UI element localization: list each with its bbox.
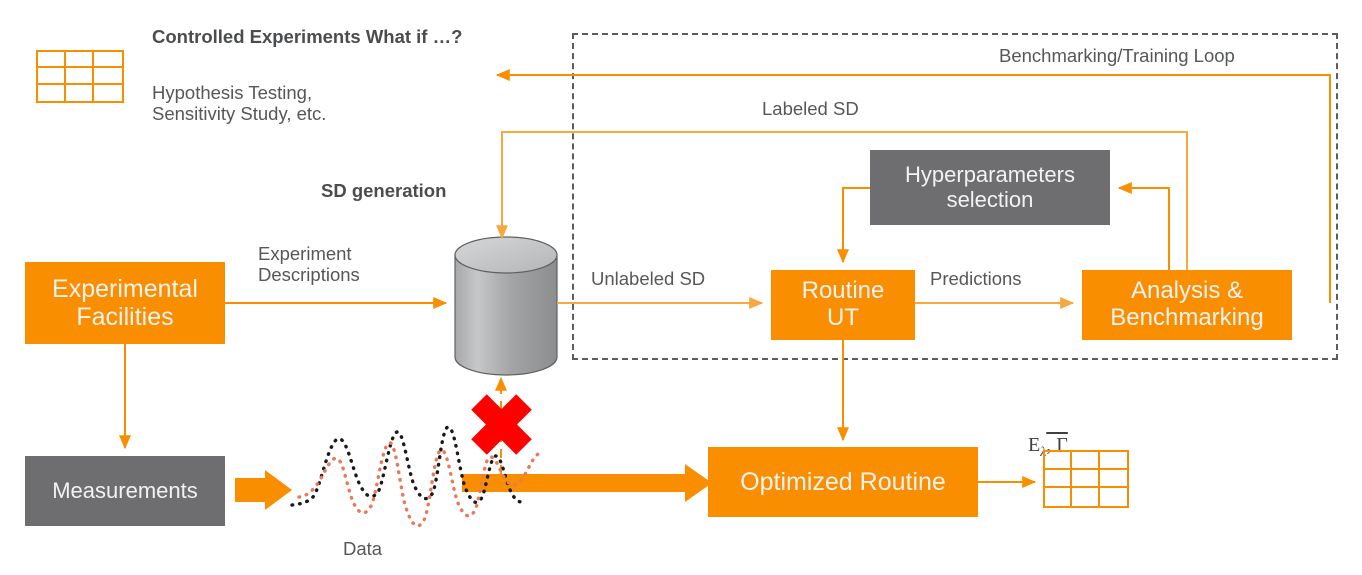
predictions-label: Predictions (930, 268, 1022, 289)
waveform-icon (290, 425, 542, 528)
routine-ut-box[interactable]: Routine UT (771, 270, 915, 340)
table-grid-icon (36, 50, 124, 103)
analysis-benchmarking-box[interactable]: Analysis & Benchmarking (1082, 270, 1292, 340)
arrow-analysis-to-hyperparameters (1117, 182, 1170, 270)
waveform-trace-salmon (297, 441, 542, 528)
output-symbol-gamma: , Γ (1046, 434, 1068, 457)
labeled-sd-label: Labeled SD (762, 98, 859, 119)
experiment-descriptions-label: Experiment Descriptions (258, 243, 360, 286)
measurements-box[interactable]: Measurements (25, 456, 225, 526)
hyperparameters-selection-box[interactable]: Hyperparameters selection (870, 150, 1110, 225)
controlled-experiments-title: Controlled Experiments What if …? (152, 26, 463, 47)
output-symbol-E: E (1028, 434, 1041, 457)
arrow-analysis-to-database-labeled-sd (496, 131, 1188, 270)
arrow-hyperparameters-to-routine-ut (837, 187, 870, 264)
red-x-icon (471, 394, 532, 455)
arrow-benchmarking-training-loop (495, 69, 1331, 303)
benchmarking-training-loop-region (572, 33, 1338, 360)
table-grid-output-icon (1043, 450, 1129, 508)
benchmarking-training-loop-label: Benchmarking/Training Loop (999, 45, 1235, 66)
controlled-experiments-body: Hypothesis Testing, Sensitivity Study, e… (152, 82, 327, 125)
thick-arrow-data-to-optimized-routine (462, 464, 712, 502)
sd-generation-label: SD generation (321, 180, 447, 201)
data-label: Data (343, 538, 383, 559)
experimental-facilities-box[interactable]: Experimental Facilities (25, 262, 225, 344)
optimized-routine-box[interactable]: Optimized Routine (708, 447, 978, 517)
unlabeled-sd-label: Unlabeled SD (591, 268, 706, 289)
database-cylinder-icon (454, 236, 558, 376)
thick-arrow-measurements-to-data (235, 470, 292, 510)
